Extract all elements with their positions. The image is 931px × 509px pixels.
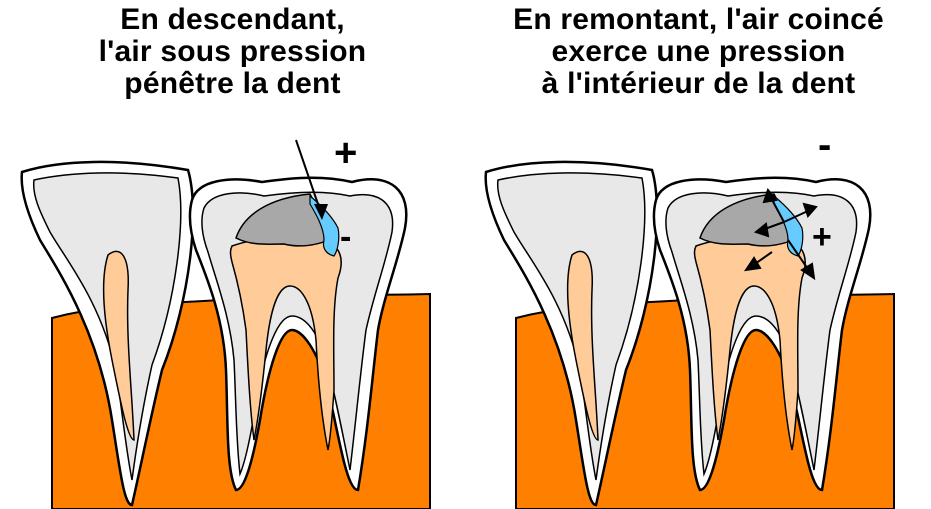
caption-line: l'air sous pression (0, 36, 465, 68)
caption-line: En remontant, l'air coincé (466, 4, 931, 36)
inner-pressure-sign: - (340, 218, 351, 256)
outer-pressure-sign: - (818, 123, 831, 167)
caption-line: exerce une pression (466, 36, 931, 68)
caption-line: pénêtre la dent (0, 68, 465, 100)
panel-descending: + - En descendant, l'air sous pression p… (0, 0, 465, 509)
caption-line: à l'intérieur de la dent (466, 68, 931, 100)
caption-ascending: En remontant, l'air coincé exerce une pr… (466, 4, 931, 100)
panel-ascending: - + En remontant, l'air coincé exerce un… (466, 0, 931, 509)
caption-line: En descendant, (0, 4, 465, 36)
outer-pressure-sign: + (334, 131, 357, 175)
caption-descending: En descendant, l'air sous pression pénêt… (0, 4, 465, 100)
inner-pressure-sign: + (812, 218, 832, 256)
